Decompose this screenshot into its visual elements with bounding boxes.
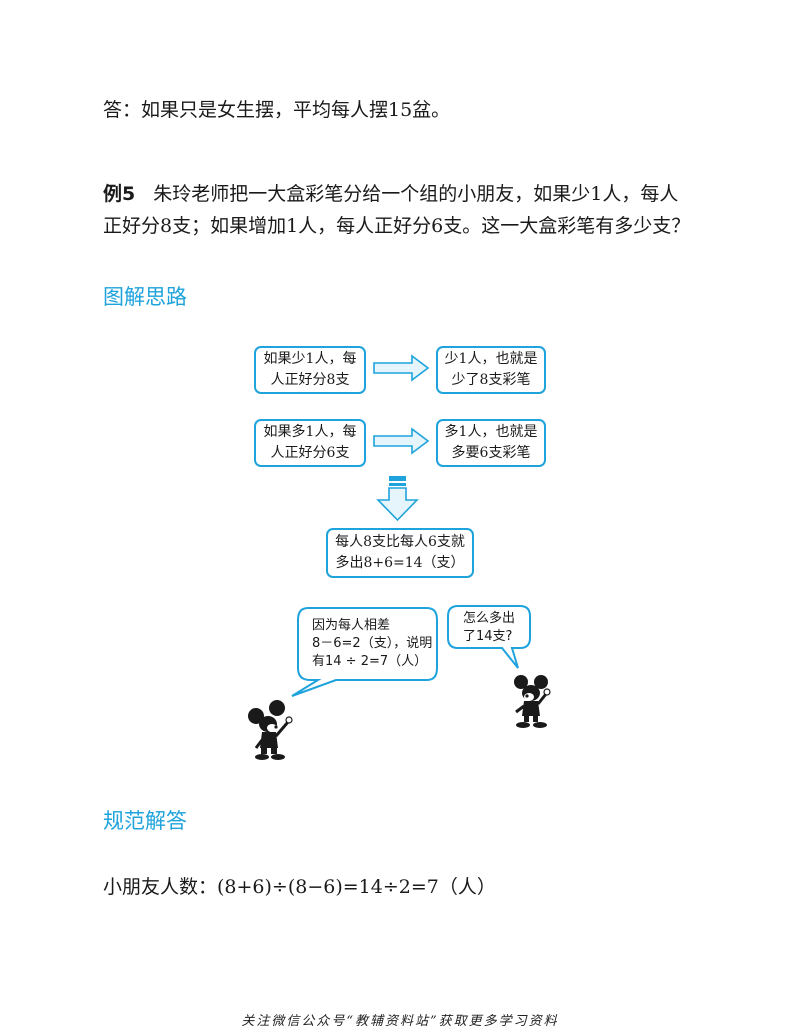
bubble-line: 因为每人相差 (312, 618, 391, 633)
footer-note: 关注微信公众号“教辅资料站”获取更多学习资料 (241, 1014, 559, 1029)
example-label: 例5 (103, 183, 136, 205)
flow-box-text: 多1人，也就是 (444, 424, 538, 440)
flow-box-more-one: 如果多1人，每 人正好分6支 (254, 419, 366, 467)
flow-box-text: 少1人，也就是 (444, 351, 538, 367)
flow-box-six-more: 多1人，也就是 多要6支彩笔 (436, 419, 546, 467)
bubble-line: 有14 ÷ 2=7（人） (312, 654, 428, 669)
cartoon-mouse-right-icon (514, 675, 551, 728)
diagram-heading: 图解思路 (103, 285, 187, 309)
answer-line: 答：如果只是女生摆，平均每人摆15盆。 (103, 99, 451, 121)
flow-box-text: 每人8支比每人6支就 (335, 534, 465, 550)
right-arrow-icon (373, 427, 430, 455)
flow-box-text: 少了8支彩笔 (451, 372, 531, 388)
right-arrow-icon (373, 354, 430, 382)
solution-line: 小朋友人数：(8+6)÷(8−6)=14÷2=7（人） (103, 876, 496, 898)
flow-box-text: 如果少1人，每 (263, 351, 357, 367)
flow-box-result: 每人8支比每人6支就 多出8+6=14（支） (326, 528, 474, 578)
bubble-right-text: 怎么多出 了14支? (463, 610, 515, 646)
bubble-line: 8－6=2（支），说明 (312, 636, 433, 651)
flow-box-less-one: 如果少1人，每 人正好分8支 (254, 346, 366, 394)
flow-box-text: 多出8+6=14（支） (335, 555, 465, 571)
flow-box-text: 多要6支彩笔 (451, 445, 531, 461)
flow-box-text: 如果多1人，每 (263, 424, 357, 440)
speech-bubble-left (291, 607, 438, 697)
down-arrow-icon (376, 476, 419, 522)
example-text-1: 朱玲老师把一大盒彩笔分给一个组的小朋友，如果少1人，每人 (153, 183, 679, 205)
bubble-line: 怎么多出 (463, 611, 516, 626)
flow-box-text: 人正好分6支 (270, 445, 350, 461)
cartoon-mouse-left-icon (248, 700, 293, 760)
example-line-2: 正好分8支；如果增加1人，每人正好分6支。这一大盒彩笔有多少支？ (103, 215, 691, 237)
speech-bubble-right (447, 605, 531, 669)
flow-box-text: 人正好分8支 (270, 372, 350, 388)
example-line-1: 例5 朱玲老师把一大盒彩笔分给一个组的小朋友，如果少1人，每人 (103, 180, 678, 208)
bubble-line: 了14支? (463, 629, 513, 644)
solution-heading: 规范解答 (103, 809, 187, 833)
flow-box-eight-less: 少1人，也就是 少了8支彩笔 (436, 346, 546, 394)
bubble-left-text: 因为每人相差 8－6=2（支），说明 有14 ÷ 2=7（人） (312, 617, 432, 671)
